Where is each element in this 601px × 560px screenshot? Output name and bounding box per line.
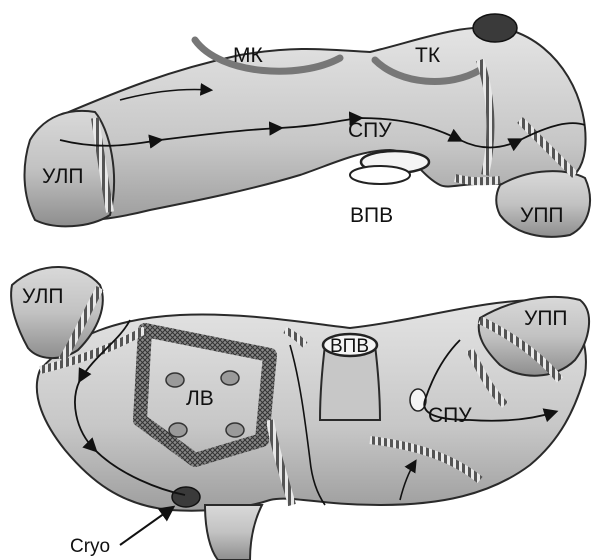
top-view: МК ТК СПУ УЛП ВПВ УПП xyxy=(25,14,590,237)
pv-opening-2 xyxy=(221,371,239,385)
label-ulp-bottom: УЛП xyxy=(22,285,64,308)
label-spu-bottom: СПУ xyxy=(428,404,472,427)
bottom-view: УЛП УПП ВПВ ЛВ СПУ Cryo xyxy=(11,267,589,560)
bottom-spu-opening xyxy=(410,389,426,411)
label-tk: ТК xyxy=(415,44,441,67)
label-spu-top: СПУ xyxy=(348,119,392,142)
label-mk: МК xyxy=(233,44,263,67)
pv-opening-1 xyxy=(166,373,184,387)
top-lesion-bottom xyxy=(455,178,500,181)
bottom-vessel-stub xyxy=(205,505,262,560)
label-lv: ЛВ xyxy=(186,387,214,410)
cryo-arrow xyxy=(120,508,172,545)
label-vpv-bottom: ВПВ xyxy=(330,336,369,357)
label-upp-top: УПП xyxy=(520,204,564,227)
pv-opening-4 xyxy=(226,423,244,437)
top-vpv-opening xyxy=(350,166,410,184)
top-cryo-spot xyxy=(473,14,517,42)
bottom-cryo-spot xyxy=(172,487,200,507)
label-upp-bottom: УПП xyxy=(524,307,568,330)
label-ulp-top: УЛП xyxy=(42,165,84,188)
label-vpv-top: ВПВ xyxy=(350,204,393,227)
pv-opening-3 xyxy=(169,423,187,437)
label-cryo: Cryo xyxy=(70,536,110,557)
